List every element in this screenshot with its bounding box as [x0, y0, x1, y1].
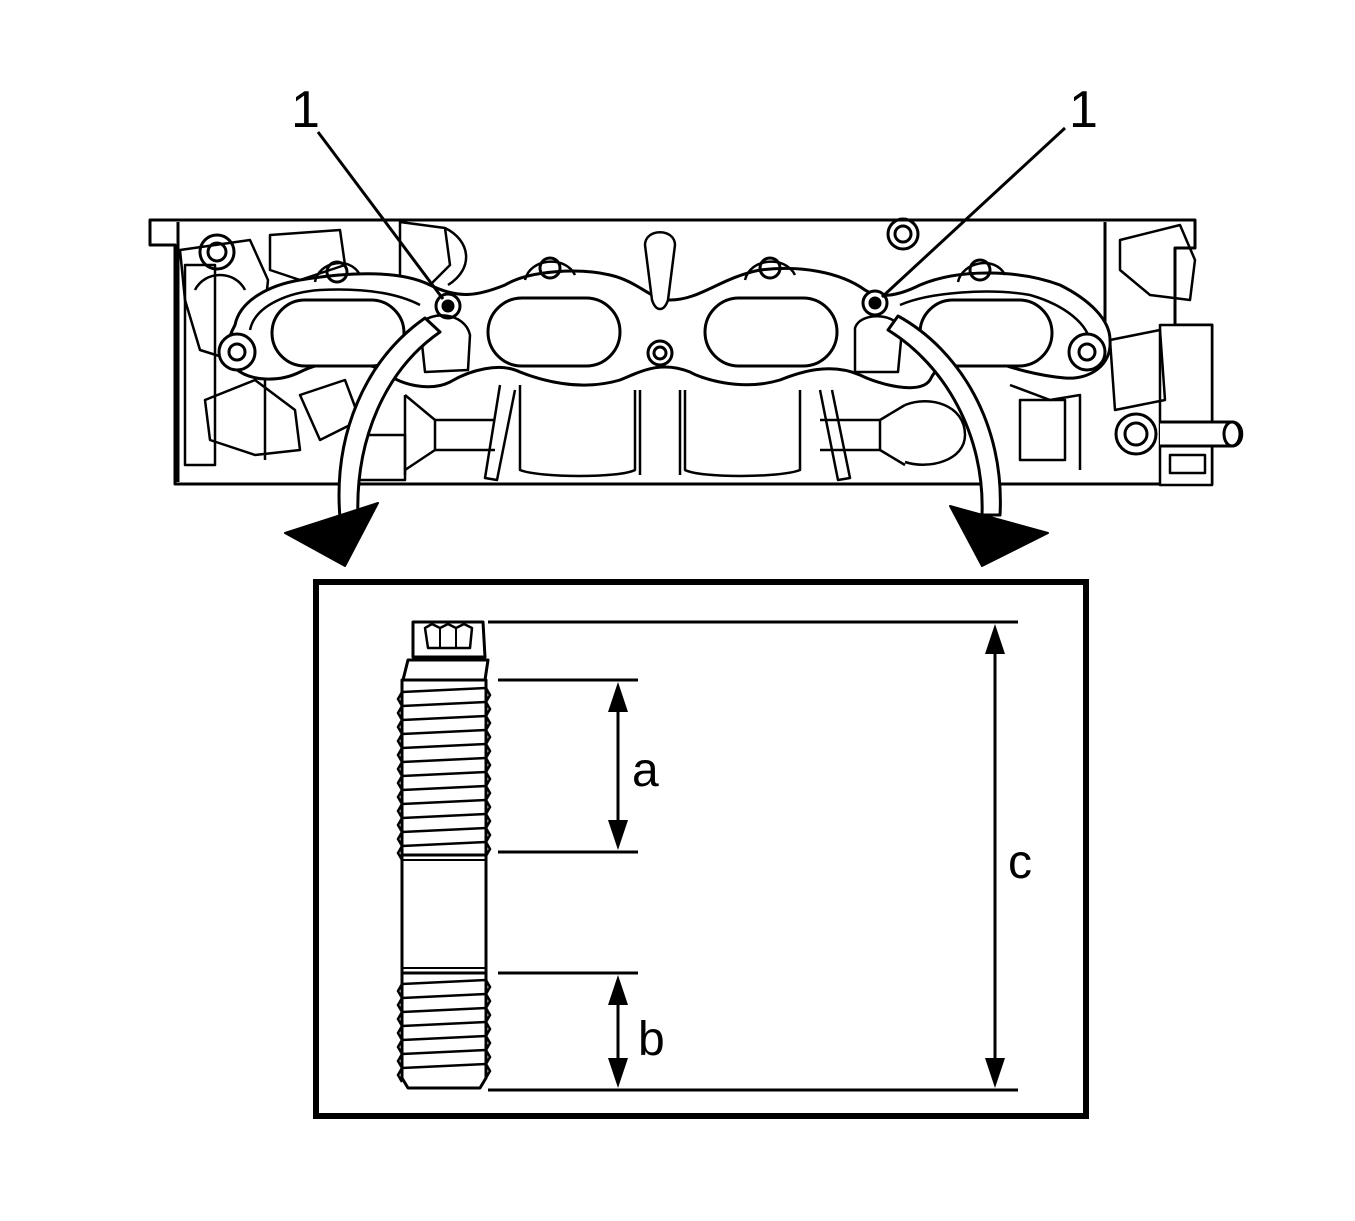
- lower-thread: [396, 978, 492, 1083]
- thread-notch: [396, 733, 404, 749]
- dimension-arrowheads: [608, 624, 1005, 1088]
- dimension-c-label: c: [1008, 836, 1032, 889]
- thread-notch: [484, 1021, 492, 1037]
- thread-notch: [396, 1011, 404, 1027]
- thread-line: [401, 1048, 487, 1056]
- thread-line: [401, 700, 487, 708]
- thread-notch: [396, 1067, 404, 1083]
- stud-bolt: [400, 620, 490, 1090]
- thread-notch: [396, 775, 404, 791]
- thread-line: [401, 784, 487, 792]
- thread-line: [401, 742, 487, 750]
- callout-1-right: 1: [1069, 81, 1098, 139]
- thread-notch: [484, 715, 492, 731]
- thread-notch: [484, 813, 492, 829]
- cylinder-head: [148, 217, 1244, 487]
- thread-line: [401, 1062, 487, 1070]
- thread-notch: [484, 729, 492, 745]
- thread-notch: [484, 993, 492, 1009]
- thread-notch: [484, 743, 492, 759]
- callout-1-left: 1: [291, 81, 320, 139]
- dimension-a-label: a: [632, 744, 659, 797]
- curved-arrow-left: [284, 316, 442, 567]
- thread-notch: [396, 845, 404, 861]
- upper-thread: [396, 686, 492, 861]
- thread-line: [401, 728, 487, 736]
- thread-notch: [396, 983, 404, 999]
- thread-notch: [396, 817, 404, 833]
- thread-notch: [484, 771, 492, 787]
- thread-notch: [484, 757, 492, 773]
- thread-notch: [396, 691, 404, 707]
- thread-notch: [484, 1035, 492, 1051]
- thread-line: [401, 1034, 487, 1042]
- thread-notch: [484, 785, 492, 801]
- thread-notch: [484, 1063, 492, 1079]
- thread-line: [401, 812, 487, 820]
- thread-notch: [396, 789, 404, 805]
- thread-line: [401, 1020, 487, 1028]
- dimension-b-label: b: [638, 1013, 665, 1066]
- thread-notch: [396, 831, 404, 847]
- thread-line: [401, 1006, 487, 1014]
- thread-notch: [484, 799, 492, 815]
- thread-notch: [484, 701, 492, 717]
- thread-line: [401, 756, 487, 764]
- thread-line: [401, 770, 487, 778]
- thread-line: [401, 686, 487, 694]
- thread-notch: [396, 1025, 404, 1041]
- thread-notch: [396, 803, 404, 819]
- thread-notch: [484, 979, 492, 995]
- thread-notch: [396, 761, 404, 777]
- thread-notch: [484, 687, 492, 703]
- thread-notch: [396, 997, 404, 1013]
- thread-notch: [484, 841, 492, 857]
- thread-line: [401, 714, 487, 722]
- thread-line: [401, 992, 487, 1000]
- thread-line: [401, 978, 487, 986]
- thread-line: [401, 798, 487, 806]
- thread-notch: [484, 1049, 492, 1065]
- callout-leaders: [316, 126, 1067, 300]
- thread-notch: [396, 747, 404, 763]
- thread-line: [401, 826, 487, 834]
- thread-notch: [396, 705, 404, 721]
- thread-notch: [484, 827, 492, 843]
- thread-notch: [484, 1007, 492, 1023]
- curved-arrow-right: [886, 314, 1049, 567]
- thread-notch: [396, 719, 404, 735]
- thread-notch: [396, 1053, 404, 1069]
- thread-notch: [396, 1039, 404, 1055]
- thread-line: [401, 840, 487, 848]
